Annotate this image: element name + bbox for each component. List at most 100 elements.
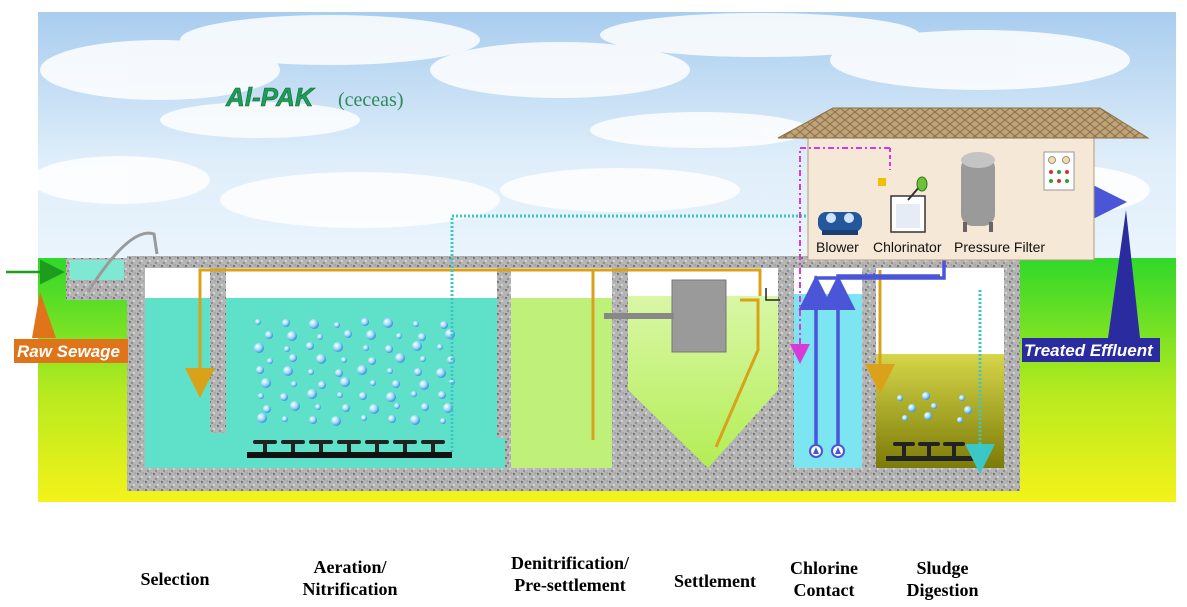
air-bubble	[344, 330, 352, 338]
air-supply-line	[450, 214, 820, 452]
brand-title: Al-PAK	[225, 82, 316, 112]
air-bubble	[333, 342, 343, 352]
stage-label-line: Aeration/	[313, 557, 387, 577]
air-bubble	[413, 321, 419, 327]
air-bubble	[396, 333, 402, 339]
air-bubble	[334, 322, 340, 328]
treated-effluent-badge	[1022, 210, 1160, 362]
settle-partition	[778, 262, 794, 468]
inlet-pipe	[86, 231, 159, 293]
chlorine-partition	[862, 262, 876, 468]
settlement-inlet-box	[671, 279, 727, 353]
air-bubble	[315, 404, 321, 410]
air-bubble	[418, 333, 426, 341]
air-bubble	[359, 392, 367, 400]
stage-label-line: Settlement	[674, 571, 756, 591]
air-bubble	[419, 380, 429, 390]
chlorine-dosing-line	[790, 147, 890, 364]
air-bubble	[361, 318, 369, 326]
brand-subtitle: (ceceas)	[338, 89, 404, 111]
aeration-partition	[497, 262, 511, 438]
air-bubble	[263, 405, 271, 413]
chlorine-pumps	[809, 444, 845, 458]
air-bubble	[309, 416, 317, 424]
air-bubble	[265, 331, 273, 339]
settle-hopper	[628, 296, 778, 468]
air-bubble	[386, 392, 396, 402]
air-bubble	[387, 368, 393, 374]
air-bubble	[290, 401, 300, 411]
aeration-tank-top	[145, 268, 505, 298]
air-bubble	[331, 416, 341, 426]
air-bubble	[438, 391, 446, 399]
air-bubble	[908, 404, 916, 412]
air-bubble	[309, 319, 319, 329]
air-bubble	[306, 342, 314, 350]
air-bubble	[369, 404, 379, 414]
air-bubble	[383, 318, 393, 328]
stage-label-chlorine: Chlorine Contact	[774, 557, 874, 601]
settlement-inlet-pipe	[604, 313, 674, 319]
stage-label-line: Selection	[140, 569, 210, 589]
air-bubble	[361, 415, 367, 421]
treated-effluent-label: Treated Effluent	[1024, 341, 1154, 360]
air-bubble	[258, 393, 264, 399]
air-bubble	[284, 346, 290, 352]
air-bubble	[436, 368, 446, 378]
air-bubble	[902, 415, 908, 421]
air-bubble	[282, 319, 290, 327]
blower-icon	[818, 212, 862, 235]
air-bubble	[931, 403, 937, 409]
air-bubble	[255, 319, 261, 325]
control-panel-icon	[1043, 151, 1075, 191]
air-bubble	[340, 377, 350, 387]
air-bubble	[254, 343, 264, 353]
air-bubble	[964, 406, 972, 414]
raw-sewage-label: Raw Sewage	[17, 342, 120, 361]
chlorine-water	[794, 294, 862, 468]
stage-label-line: Digestion	[906, 580, 979, 600]
air-bubble	[335, 369, 343, 377]
air-bubble	[395, 353, 405, 363]
air-bubble	[924, 412, 932, 420]
air-bubble	[307, 389, 317, 399]
stage-label-line: Sludge	[916, 558, 969, 578]
air-bubble	[394, 403, 400, 409]
stage-label-line: Chlorine	[789, 558, 858, 578]
air-bubble	[440, 321, 448, 329]
air-bubble	[437, 344, 443, 350]
air-bubble	[421, 403, 429, 411]
air-bubble	[388, 415, 396, 423]
pressure-filter-label: Pressure Filter	[954, 239, 1045, 255]
chlorine-top	[794, 268, 862, 294]
air-bubble	[392, 380, 400, 388]
air-bubble	[316, 354, 326, 364]
inlet-water	[70, 260, 124, 280]
air-bubble	[959, 395, 965, 401]
air-bubble	[410, 415, 420, 425]
chlorinator-icon	[878, 176, 928, 233]
air-bubble	[282, 416, 288, 422]
air-bubble	[318, 381, 326, 389]
air-bubble	[363, 345, 369, 351]
air-bubble	[283, 366, 293, 376]
denit-top	[511, 268, 615, 298]
stage-label-selection: Selection	[110, 568, 240, 590]
sludge-liquid	[876, 354, 1004, 468]
air-bubble	[368, 357, 376, 365]
aeration-diffusers	[247, 440, 452, 458]
stage-label-line: Nitrification	[302, 579, 398, 599]
air-bubble	[411, 391, 417, 397]
raw-sewage-badge	[14, 292, 128, 363]
air-bubble	[341, 357, 347, 363]
air-bubble	[922, 392, 930, 400]
denit-water	[511, 298, 615, 468]
air-bubble	[366, 330, 376, 340]
air-bubble	[957, 417, 963, 423]
air-bubble	[337, 392, 343, 398]
air-bubble	[342, 404, 350, 412]
sludge-top	[876, 268, 1004, 354]
stage-label-line: Pre-settlement	[514, 575, 626, 595]
selection-baffle	[210, 268, 226, 433]
